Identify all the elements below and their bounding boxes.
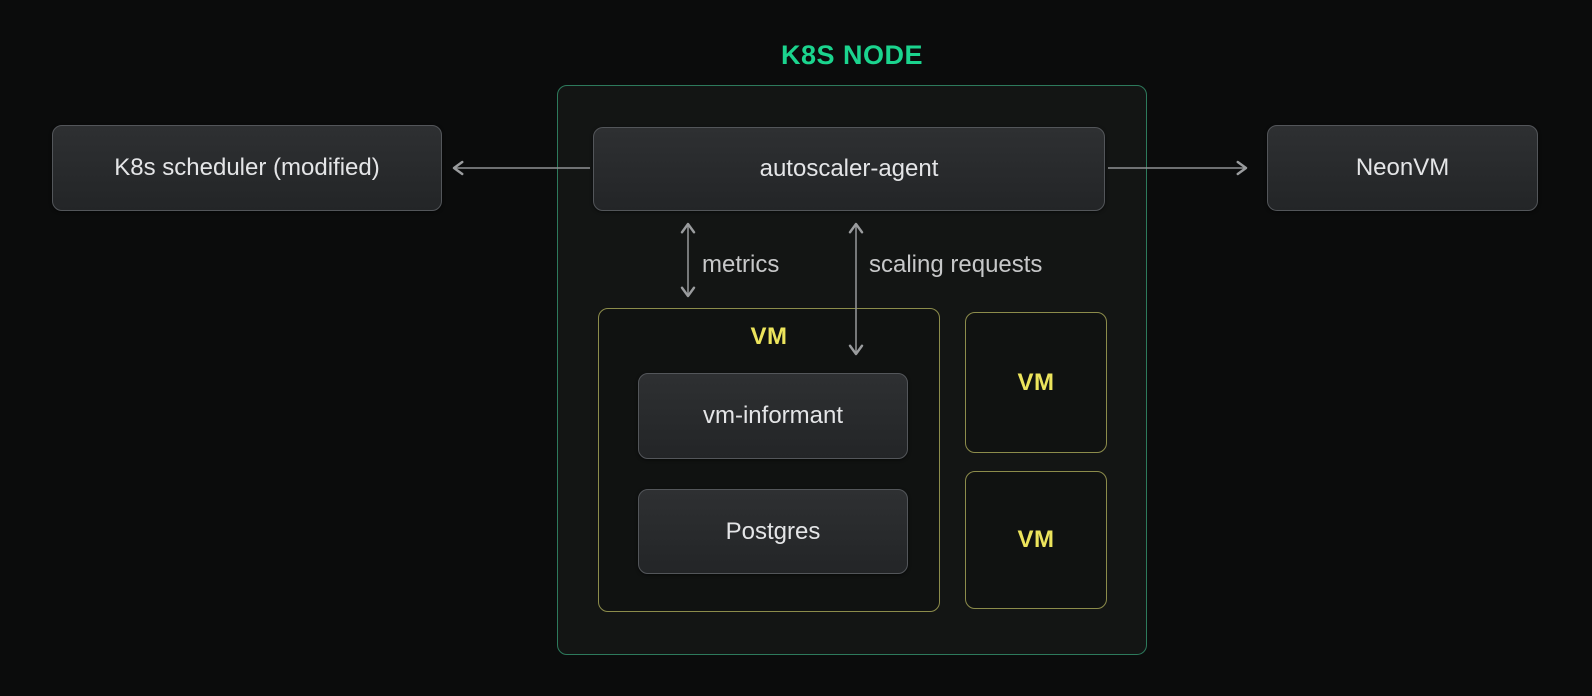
edge-label-metrics: metrics bbox=[702, 251, 780, 278]
node-neonvm-label: NeonVM bbox=[1355, 154, 1450, 181]
node-k8s-scheduler: K8s scheduler (modified) bbox=[52, 125, 442, 211]
node-vm-informant-label: vm-informant bbox=[702, 402, 844, 429]
node-vm-informant: vm-informant bbox=[638, 373, 908, 459]
node-neonvm: NeonVM bbox=[1267, 125, 1538, 211]
vm-bottom-label: VM bbox=[1017, 526, 1055, 553]
vm-container-top: VM bbox=[965, 312, 1107, 453]
edge-label-scaling-requests: scaling requests bbox=[869, 251, 1043, 278]
vm-top-label: VM bbox=[1017, 368, 1055, 396]
node-autoscaler-agent: autoscaler-agent bbox=[593, 127, 1105, 211]
node-postgres: Postgres bbox=[638, 489, 908, 574]
node-autoscaler-agent-label: autoscaler-agent bbox=[759, 155, 939, 182]
node-postgres-label: Postgres bbox=[725, 517, 821, 545]
k8s-node-title: K8S NODE bbox=[780, 40, 924, 70]
node-k8s-scheduler-label: K8s scheduler (modified) bbox=[114, 154, 380, 181]
vm-container-main: VM vm-informant Postgres bbox=[598, 308, 940, 612]
vm-container-bottom: VM bbox=[965, 471, 1107, 609]
vm-main-label: VM bbox=[750, 323, 788, 350]
